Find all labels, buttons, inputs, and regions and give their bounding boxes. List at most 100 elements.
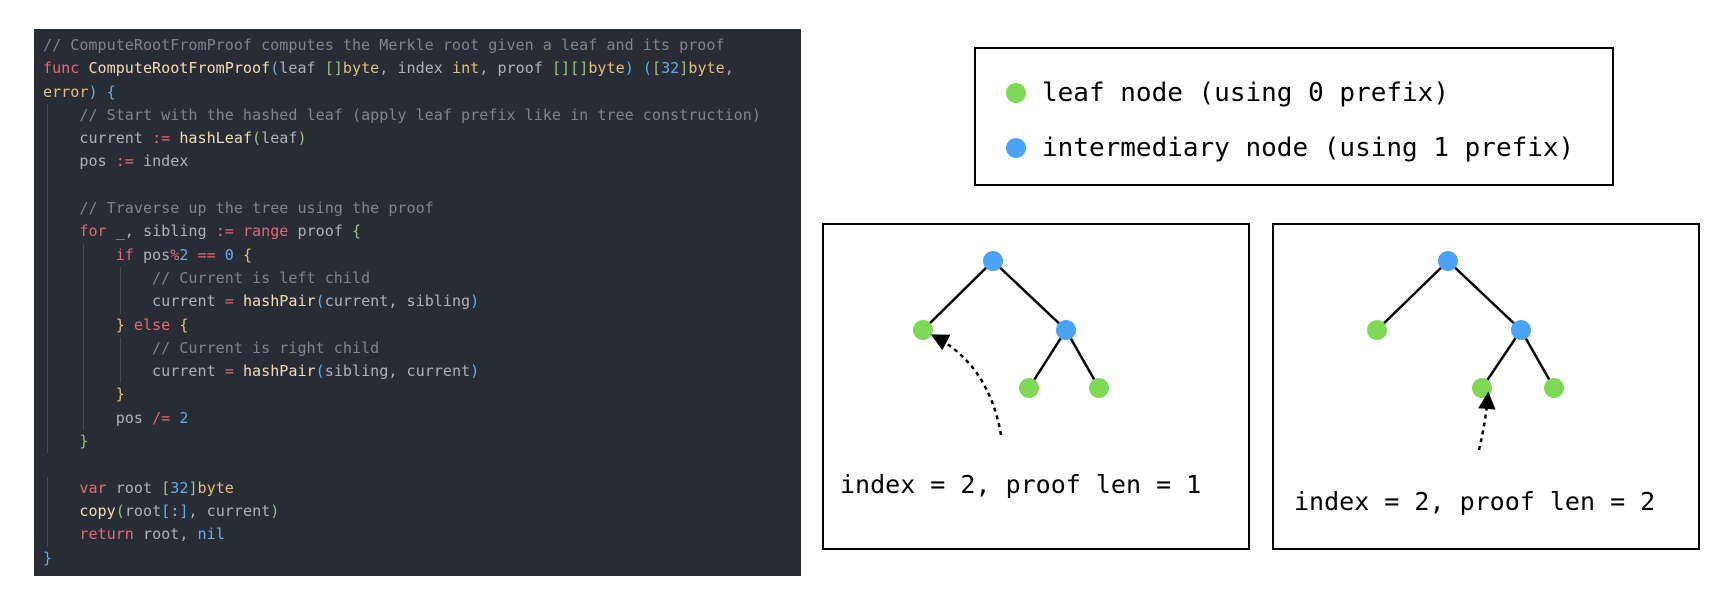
tree-edge bbox=[1376, 260, 1449, 331]
indent-guide bbox=[47, 150, 48, 174]
code-token bbox=[43, 292, 152, 310]
code-token: , bbox=[379, 59, 398, 78]
code-token: byte bbox=[688, 59, 725, 78]
code-token: } bbox=[43, 548, 53, 567]
code-token: byte bbox=[197, 478, 234, 497]
code-token: ) bbox=[270, 501, 280, 520]
indent-guide bbox=[47, 103, 48, 128]
code-token: index bbox=[397, 59, 452, 78]
code-token: ) bbox=[297, 129, 307, 148]
code-token: 0 bbox=[224, 245, 243, 264]
code-line bbox=[43, 453, 801, 476]
code-token: , bbox=[479, 59, 498, 78]
code-token bbox=[43, 152, 79, 170]
code-token: , bbox=[724, 59, 734, 78]
code-line: // Start with the hashed leaf (apply lea… bbox=[43, 103, 801, 128]
code-token bbox=[43, 432, 79, 450]
leaf-node-right-left bbox=[1019, 378, 1039, 398]
code-token: : bbox=[170, 501, 180, 520]
tree-diagram-proof-len-2: index = 2, proof len = 2 bbox=[1272, 223, 1700, 550]
code-token bbox=[43, 129, 79, 147]
code-token: { bbox=[352, 222, 362, 241]
code-token: 32 bbox=[661, 59, 680, 78]
tree-diagram-proof-len-1: index = 2, proof len = 1 bbox=[822, 223, 1250, 550]
code-token: current bbox=[152, 292, 225, 311]
code-token: { bbox=[106, 82, 116, 101]
dashed-arrow-to-right-left bbox=[1477, 391, 1496, 451]
code-token: index bbox=[142, 152, 189, 171]
indent-guide bbox=[47, 336, 48, 361]
code-token: // Current is left child bbox=[152, 268, 371, 287]
code-token: := bbox=[152, 129, 180, 148]
code-token bbox=[43, 409, 116, 427]
code-line: // Current is right child bbox=[43, 336, 801, 361]
code-token: } bbox=[115, 385, 125, 404]
code-token: , current bbox=[188, 501, 271, 520]
intermediary-node-root bbox=[983, 251, 1003, 271]
indent-guide bbox=[83, 406, 85, 431]
code-token: return bbox=[79, 525, 143, 544]
code-token: sibling, current bbox=[324, 362, 471, 381]
code-token: root bbox=[115, 478, 162, 497]
code-line: pos /= 2 bbox=[43, 406, 801, 431]
code-token: [ bbox=[651, 59, 662, 78]
indent-guide bbox=[83, 266, 85, 291]
code-line: pos := index bbox=[43, 150, 801, 174]
indent-guide bbox=[119, 290, 121, 314]
indent-guide bbox=[119, 266, 121, 291]
indent-guide bbox=[83, 290, 85, 314]
intermediary-node-right bbox=[1056, 320, 1076, 340]
code-token: leaf bbox=[279, 59, 325, 78]
legend-item-leaf: leaf node (using 0 prefix) bbox=[1006, 78, 1449, 108]
tree-edge bbox=[1480, 329, 1523, 389]
legend: leaf node (using 0 prefix) intermediary … bbox=[974, 47, 1614, 186]
code-token: ( bbox=[315, 292, 325, 311]
intermediary-node-right bbox=[1511, 320, 1531, 340]
code-line: current = hashPair(current, sibling) bbox=[43, 290, 801, 314]
indent-guide bbox=[47, 313, 48, 337]
indent-guide bbox=[47, 406, 48, 431]
code-line: } bbox=[43, 383, 801, 407]
tree-caption: index = 2, proof len = 2 bbox=[1294, 487, 1656, 516]
code-token: pos bbox=[115, 408, 153, 427]
code-token: root bbox=[124, 501, 162, 520]
code-token: root, bbox=[142, 525, 198, 544]
code-token: byte bbox=[342, 59, 380, 78]
tree-graphic bbox=[913, 251, 1109, 436]
tree-edge bbox=[1519, 329, 1556, 389]
code-token: hashPair bbox=[242, 292, 316, 311]
code-token: 32 bbox=[170, 478, 189, 497]
code-token: { bbox=[179, 315, 189, 334]
tree-edge bbox=[1027, 329, 1068, 389]
code-token: if bbox=[115, 245, 143, 264]
code-token: copy bbox=[79, 501, 116, 520]
code-token: current, sibling bbox=[324, 292, 471, 311]
code-token: } bbox=[115, 315, 134, 334]
code-token: leaf bbox=[261, 129, 298, 148]
code-token: = bbox=[224, 362, 243, 381]
code-token: /= bbox=[152, 408, 180, 427]
tree-edge bbox=[1447, 260, 1522, 331]
code-token: pos bbox=[79, 152, 116, 171]
code-token: } bbox=[79, 432, 89, 451]
intermediary-node-root bbox=[1438, 251, 1458, 271]
leaf-node-right-left bbox=[1472, 378, 1492, 398]
leaf-node-dot-icon bbox=[1006, 83, 1026, 103]
code-token: func bbox=[43, 59, 89, 78]
code-token: proof bbox=[297, 222, 353, 241]
tree-edge bbox=[1064, 329, 1101, 389]
indent-guide bbox=[47, 127, 48, 151]
code-line: func ComputeRootFromProof(leaf []byte, i… bbox=[43, 57, 801, 80]
code-line: return root, nil bbox=[43, 523, 801, 547]
code-token bbox=[43, 222, 79, 240]
indent-guide bbox=[47, 243, 48, 267]
code-token: var bbox=[79, 478, 116, 497]
legend-label-leaf: leaf node (using 0 prefix) bbox=[1042, 78, 1449, 108]
tree-caption: index = 2, proof len = 1 bbox=[840, 470, 1202, 499]
indent-guide bbox=[83, 383, 85, 407]
indent-guide bbox=[47, 430, 48, 454]
indent-guide bbox=[47, 173, 48, 198]
code-line: // ComputeRootFromProof computes the Mer… bbox=[43, 34, 801, 57]
code-token: current bbox=[79, 129, 153, 148]
code-line: } bbox=[43, 547, 801, 570]
